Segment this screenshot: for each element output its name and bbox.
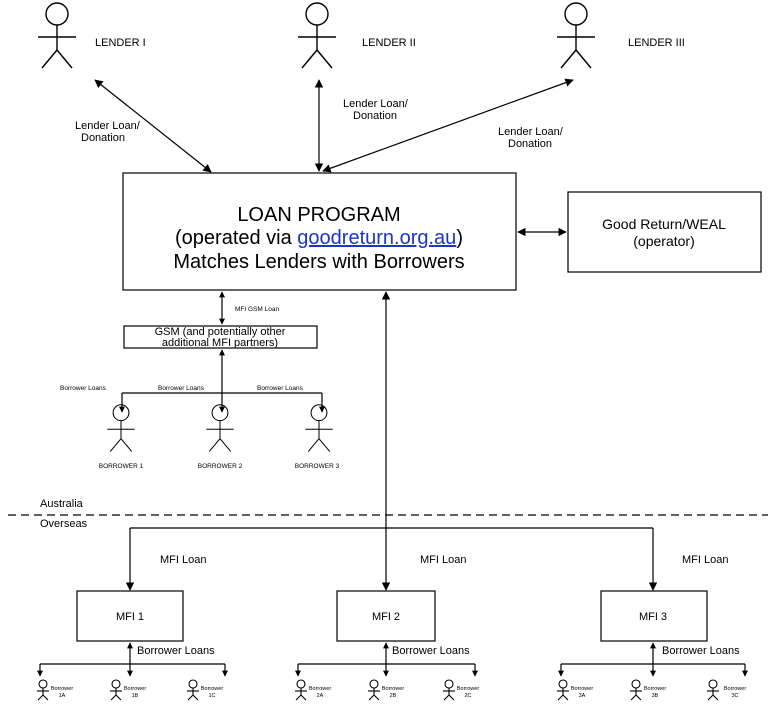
lender-2-edge-label-line1: Lender Loan/ (343, 98, 409, 110)
goodreturn-link[interactable]: goodreturn.org.au (297, 227, 456, 249)
borrower-2a-id: 2A (317, 693, 324, 699)
borrower-1c-figure-icon (186, 679, 200, 701)
borrower-2b-figure-icon (367, 679, 381, 701)
mfi-3-borrower-loans-label: Borrower Loans (662, 645, 740, 657)
borrower-3c-label: Borrower (724, 686, 746, 692)
gsm-borrower-loans-label-3: Borrower Loans (257, 385, 304, 392)
borrower-2c-figure-icon (442, 679, 456, 701)
gsm-borrower-2-label: BORROWER 2 (198, 463, 243, 470)
lender-3-edge-label-line2: Donation (508, 138, 552, 150)
gsm-box (123, 325, 318, 349)
lender-3-edge (322, 78, 574, 173)
borrower-1a-figure-icon (36, 679, 50, 701)
borrower-1a-label: Borrower (51, 686, 73, 692)
lender-1: LENDER I (37, 2, 146, 69)
mfi-3: MFI 3 Borrower Loans Borrower 3A Borrowe… (556, 590, 748, 701)
borrower-2b-id: 2B (390, 693, 397, 699)
borrower-1a-id: 1A (59, 693, 66, 699)
mfi-1-borrower-loans-label: Borrower Loans (137, 645, 215, 657)
mfi-1-loan-label: MFI Loan (160, 554, 206, 566)
borrower-2a-label: Borrower (309, 686, 331, 692)
loan-program-operated: (operated via goodreturn.org.au) (175, 227, 463, 249)
mfi-1: MFI 1 Borrower Loans Borrower 1A Borrowe… (36, 590, 228, 701)
loan-program-title: LOAN PROGRAM (237, 204, 400, 226)
borrower-1b-id: 1B (132, 693, 139, 699)
gsm-borrower-2-figure-icon (205, 404, 235, 453)
gsm-borrower-1: BORROWER 1 (99, 404, 144, 470)
borrower-1c-label: Borrower (201, 686, 223, 692)
borrower-2c-label: Borrower (457, 686, 479, 692)
borrower-3a-figure-icon (556, 679, 570, 701)
borrower-3a-id: 3A (579, 693, 586, 699)
mfi-2: MFI 2 Borrower Loans Borrower 2A Borrowe… (294, 590, 479, 701)
gsm-borrower-loans-label-1: Borrower Loans (60, 385, 107, 392)
borrower-3b-figure-icon (629, 679, 643, 701)
lender-3-label: LENDER III (628, 37, 685, 49)
borrower-2c-id: 2C (464, 693, 471, 699)
borrower-2a-figure-icon (294, 679, 308, 701)
gsm-borrower-3-label: BORROWER 3 (295, 463, 340, 470)
operator-title: Good Return/WEAL (602, 216, 726, 232)
mfi-2-loan-label: MFI Loan (420, 554, 466, 566)
operator-subtitle: (operator) (633, 233, 694, 249)
gsm-borrower-1-label: BORROWER 1 (99, 463, 144, 470)
borrower-1c-id: 1C (208, 693, 215, 699)
borrower-3c-id: 3C (731, 693, 738, 699)
lender-2-figure-icon (297, 2, 337, 69)
mfi-2-borrower-loans-label: Borrower Loans (392, 645, 470, 657)
region-australia: Australia (40, 498, 84, 510)
borrower-3a-label: Borrower (571, 686, 593, 692)
gsm-line2: additional MFI partners) (162, 337, 278, 349)
mfi-1-box (76, 590, 184, 642)
gsm-borrower-3: BORROWER 3 (295, 404, 340, 470)
borrower-1b-label: Borrower (124, 686, 146, 692)
lender-3-figure-icon (556, 2, 596, 69)
lender-1-edge-label-line1: Lender Loan/ (75, 120, 141, 132)
gsm-line1: GSM (and potentially other (155, 326, 286, 338)
gsm-borrower-1-figure-icon (106, 404, 136, 453)
lender-3-edge-label-line1: Lender Loan/ (498, 126, 564, 138)
gsm-borrower-loans-label-2: Borrower Loans (158, 385, 205, 392)
mfi-3-loan-label: MFI Loan (682, 554, 728, 566)
borrower-2b-label: Borrower (382, 686, 404, 692)
borrower-3c-figure-icon (706, 679, 720, 701)
mfi-3-label: MFI 3 (639, 611, 667, 623)
mfi-2-label: MFI 2 (372, 611, 400, 623)
loan-program-box (122, 172, 517, 291)
mfi-2-box (336, 590, 436, 642)
lender-2-edge-label-line2: Donation (353, 110, 397, 122)
lender-1-figure-icon (37, 2, 77, 69)
region-overseas: Overseas (40, 518, 88, 530)
lender-3: LENDER III (556, 2, 685, 69)
lender-1-edge (94, 79, 212, 173)
lender-1-edge-label-line2: Donation (81, 132, 125, 144)
lender-1-label: LENDER I (95, 37, 146, 49)
borrower-1b-figure-icon (109, 679, 123, 701)
lender-2: LENDER II (297, 2, 416, 69)
mfi-1-label: MFI 1 (116, 611, 144, 623)
operator-box (567, 191, 762, 273)
borrower-3b-id: 3B (652, 693, 659, 699)
borrower-3b-label: Borrower (644, 686, 666, 692)
gsm-borrower-3-figure-icon (304, 404, 334, 453)
lender-2-label: LENDER II (362, 37, 416, 49)
mfi-3-box (600, 590, 708, 642)
loan-program-subtitle: Matches Lenders with Borrowers (173, 251, 464, 273)
gsm-loan-label: MFI GSM Loan (235, 306, 279, 313)
gsm-borrower-2: BORROWER 2 (198, 404, 243, 470)
